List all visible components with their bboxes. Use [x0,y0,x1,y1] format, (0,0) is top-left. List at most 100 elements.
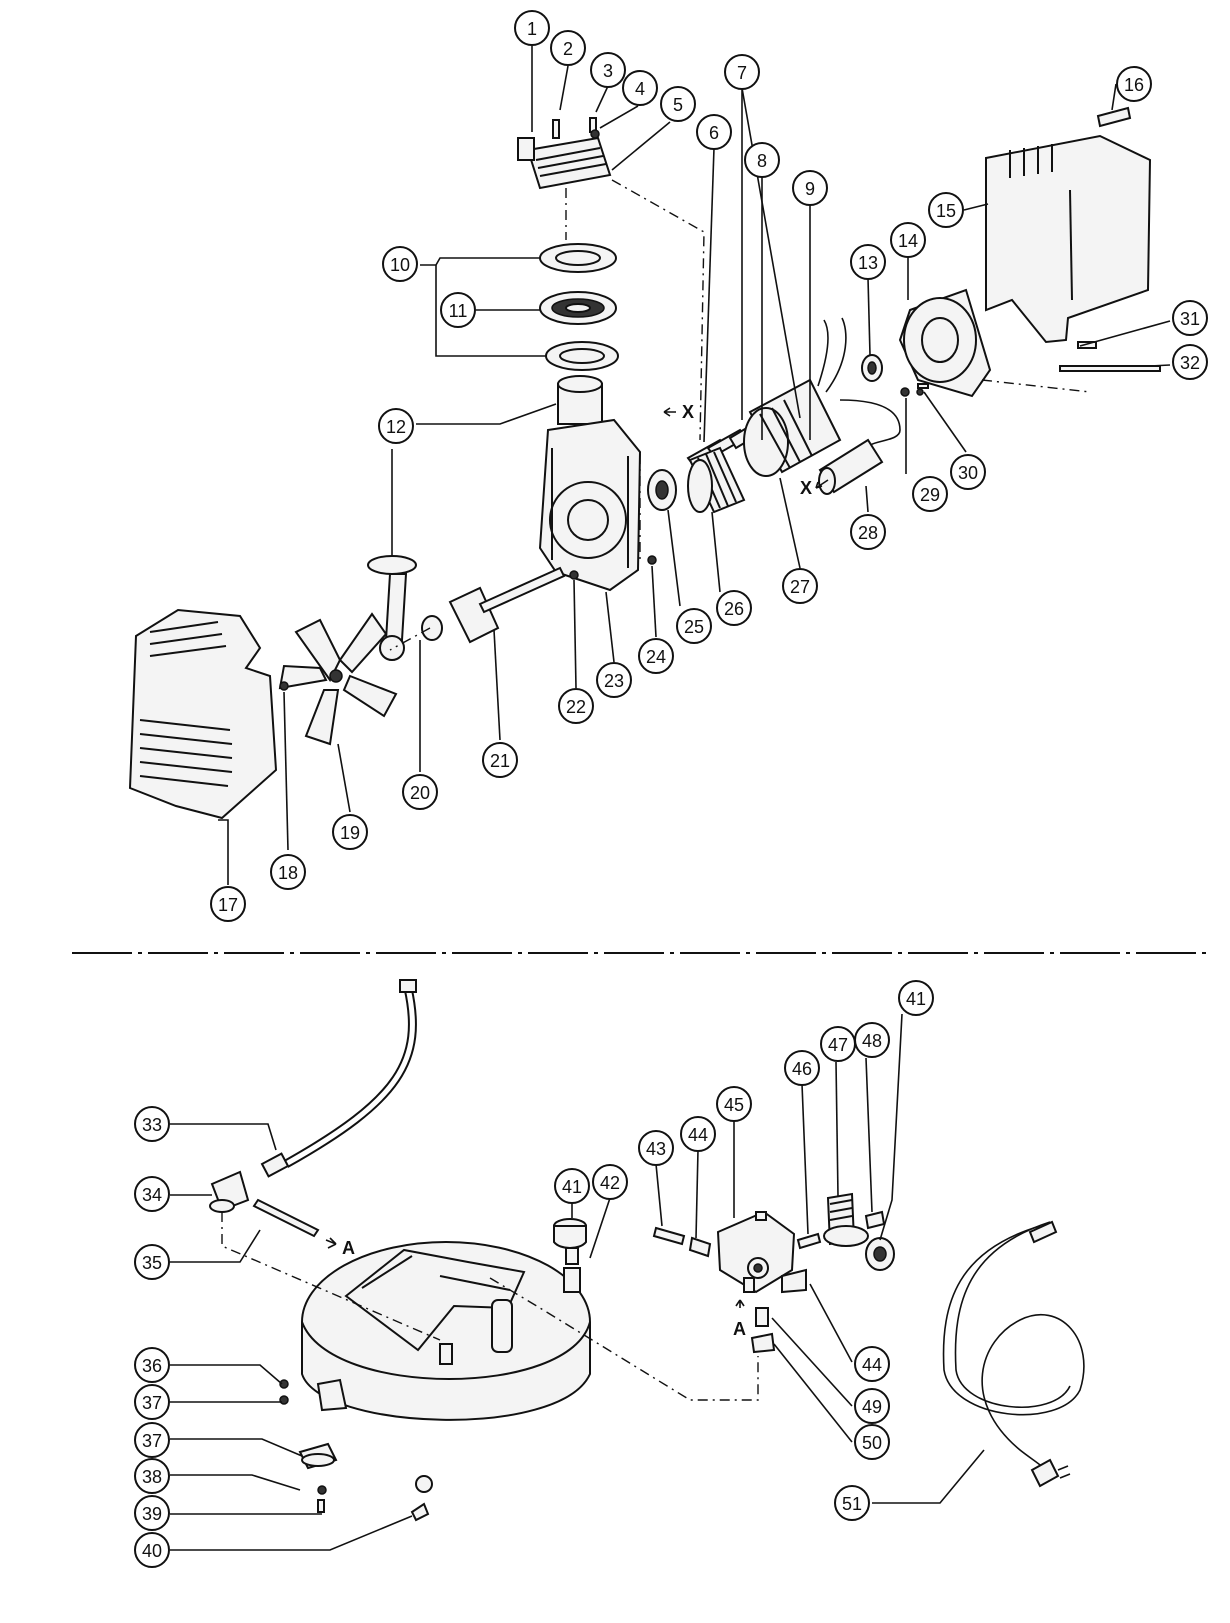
callout-9: 9 [792,170,828,206]
callout-16: 16 [1116,66,1152,102]
callout-circle [792,170,828,206]
callout-circle [592,1164,628,1200]
callout-circle [134,1384,170,1420]
callout-33: 33 [134,1106,170,1142]
callout-50: 50 [854,1424,890,1460]
callout-number: 33 [142,1115,162,1135]
callout-37: 37 [134,1384,170,1420]
callout-43: 43 [638,1130,674,1166]
crankcase-part [538,418,657,592]
callout-number: 15 [936,201,956,221]
callout-number: 49 [862,1397,882,1417]
callout-number: 24 [646,647,666,667]
callout-circle [638,638,674,674]
callout-circle [270,854,306,890]
callout-44: 44 [680,1116,716,1152]
callout-number: 29 [920,485,940,505]
callout-number: 4 [635,79,645,99]
callout-circle [912,476,948,512]
callout-number: 22 [566,697,586,717]
callout-18: 18 [270,854,306,890]
callout-49: 49 [854,1388,890,1424]
callout-number: 31 [1180,309,1200,329]
callout-circle [134,1106,170,1142]
callout-circle [550,30,586,66]
callout-12: 12 [378,408,414,444]
callout-circle [134,1495,170,1531]
callout-number: 12 [386,417,406,437]
callout-circle [134,1176,170,1212]
callout-circle [784,1050,820,1086]
callout-25: 25 [676,608,712,644]
callout-46: 46 [784,1050,820,1086]
callout-30: 30 [950,454,986,490]
callout-19: 19 [332,814,368,850]
callout-circle [514,10,550,46]
callout-circle [1172,300,1208,336]
callout-number: 14 [898,231,918,251]
callout-number: 35 [142,1253,162,1273]
power-cord-part [942,1220,1085,1488]
callout-circle [622,70,658,106]
callout-circle [854,1022,890,1058]
callout-circle [134,1347,170,1383]
callout-26: 26 [716,590,752,626]
callout-number: 37 [142,1431,162,1451]
callout-36: 36 [134,1347,170,1383]
callout-circle [834,1485,870,1521]
callout-labels: 1234567891011121314151617181920212223242… [134,10,1208,1568]
callout-11: 11 [440,292,476,328]
tank-part [301,1241,591,1421]
callout-13: 13 [850,244,886,280]
callout-45: 45 [716,1086,752,1122]
svg-text:X: X [682,402,694,422]
callout-number: 38 [142,1467,162,1487]
leader-lines-upper [218,46,1171,885]
callout-circle [850,244,886,280]
callout-number: 11 [449,301,468,321]
callout-number: 16 [1124,75,1144,95]
callout-circle [854,1424,890,1460]
callout-32: 32 [1172,344,1208,380]
callout-34: 34 [134,1176,170,1212]
callout-number: 9 [805,179,815,199]
callout-number: 41 [562,1177,582,1197]
callout-1: 1 [514,10,550,46]
callout-circle [782,568,818,604]
svg-text:A: A [342,1238,355,1258]
callout-circle [850,514,886,550]
callout-40: 40 [134,1532,170,1568]
callout-47: 47 [820,1026,856,1062]
callout-22: 22 [558,688,594,724]
callout-circle [590,52,626,88]
regulator-part [823,1192,895,1271]
callout-circle [440,292,476,328]
callout-number: 21 [490,751,510,771]
callout-circle [134,1532,170,1568]
callout-number: 8 [757,151,767,171]
callout-48: 48 [854,1022,890,1058]
tank-gauge-part [553,1218,587,1265]
callout-51: 51 [834,1485,870,1521]
callout-17: 17 [210,886,246,922]
callout-number: 32 [1180,353,1200,373]
callout-42: 42 [592,1164,628,1200]
callout-circle [696,114,732,150]
callout-number: 41 [906,989,926,1009]
callout-circle [134,1422,170,1458]
callout-5: 5 [660,86,696,122]
callout-circle [332,814,368,850]
callout-number: 26 [724,599,744,619]
callout-circle [716,590,752,626]
callout-20: 20 [402,774,438,810]
callout-7: 7 [724,54,760,90]
callout-circle [716,1086,752,1122]
callout-number: 20 [410,783,430,803]
callout-number: 7 [737,63,747,83]
callout-38: 38 [134,1458,170,1494]
callout-number: 47 [828,1035,848,1055]
callout-number: 19 [340,823,360,843]
callout-4: 4 [622,70,658,106]
callout-24: 24 [638,638,674,674]
capacitor-part [818,438,884,495]
